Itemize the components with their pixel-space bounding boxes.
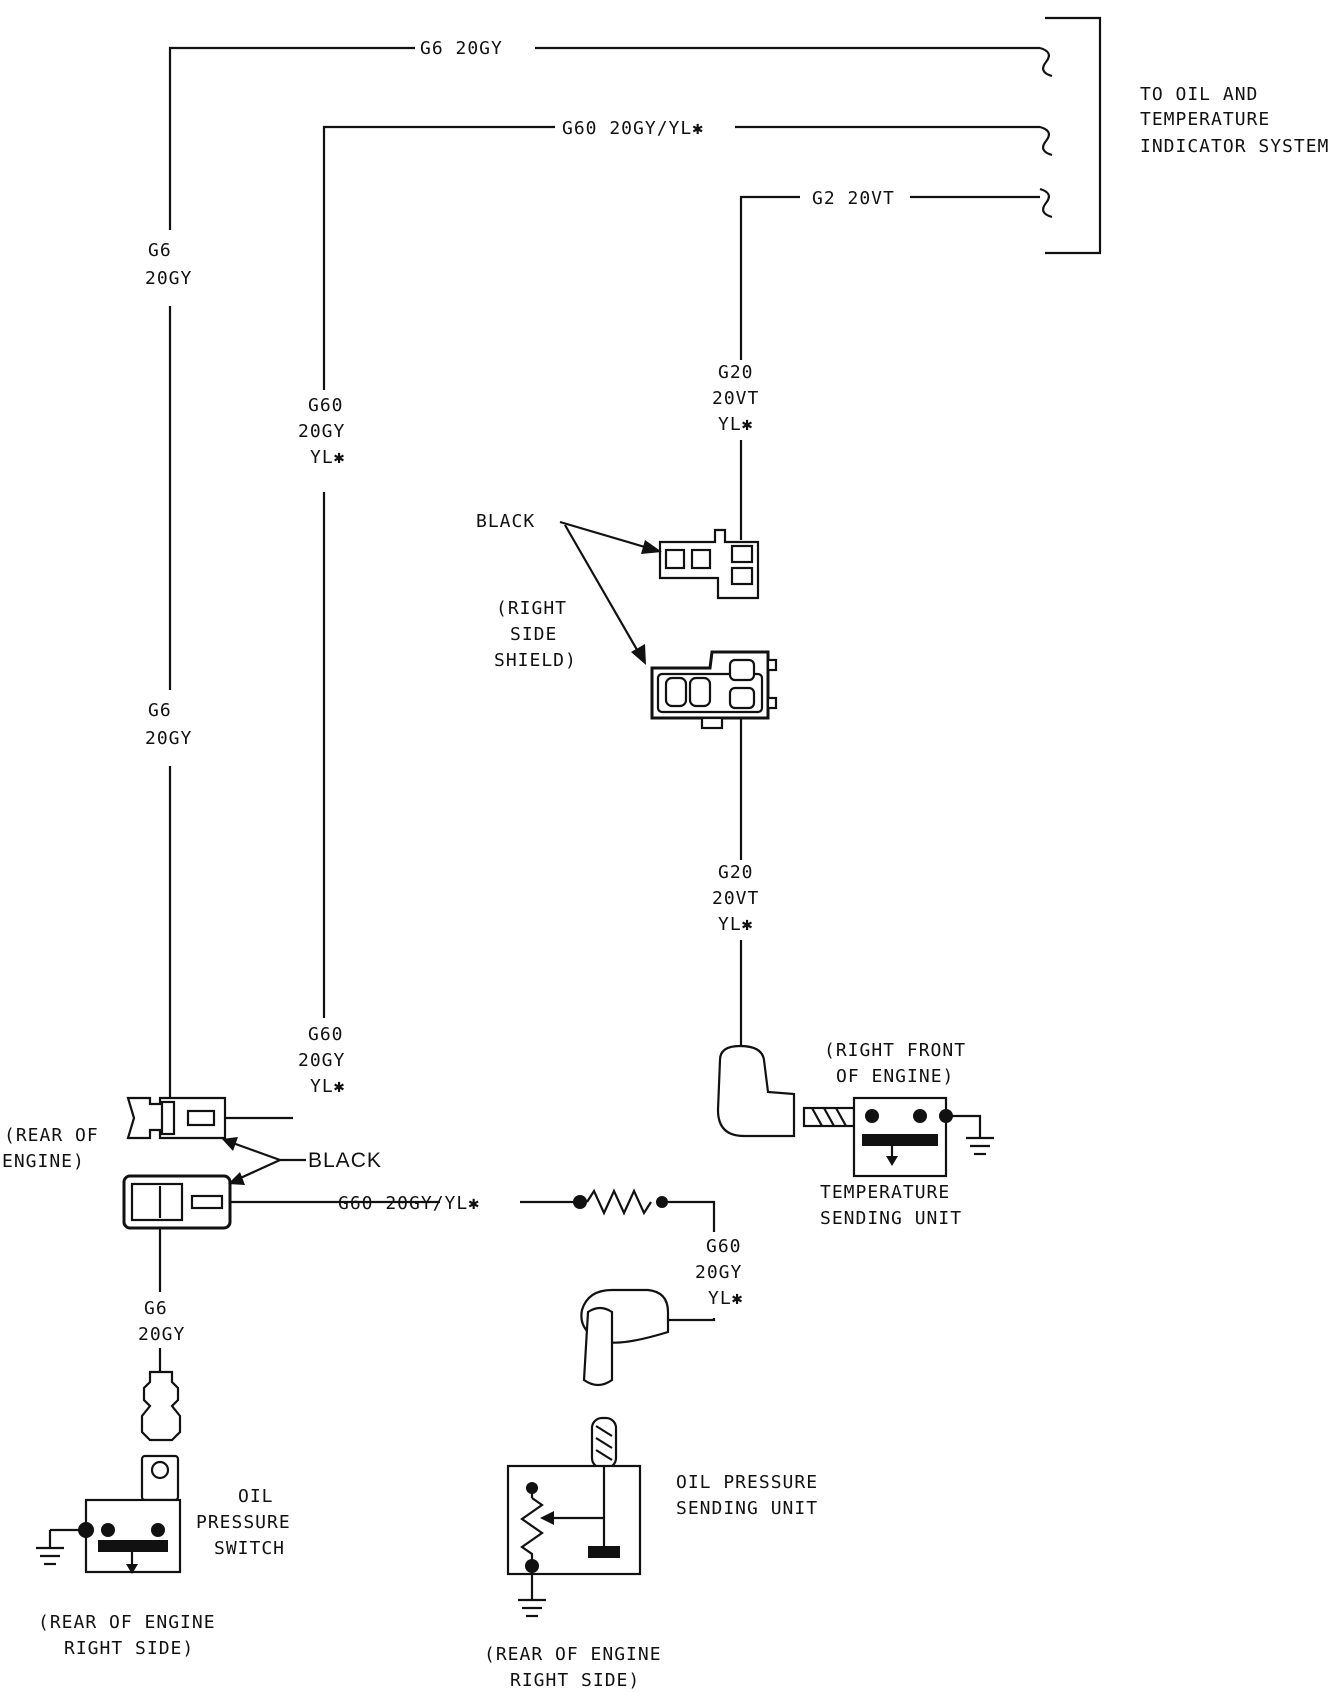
g20-label-b-line-2: 20VT xyxy=(712,888,759,909)
shield-connector-upper xyxy=(658,528,760,600)
g20-label-b-line-3: YL✱ xyxy=(718,914,754,935)
shield-connector-lower xyxy=(650,650,778,730)
black-label-2: BLACK xyxy=(308,1149,382,1172)
black-pointer-arrows-2 xyxy=(222,1137,306,1185)
g6-label-b-line-1: G6 xyxy=(148,700,172,721)
shield-label-line-3: SHIELD) xyxy=(494,650,577,671)
g60-sender-wire xyxy=(520,1188,752,1322)
system-label-line-3: INDICATOR SYSTEM xyxy=(1140,136,1329,157)
g6-label-a-line-2: 20GY xyxy=(145,268,192,289)
g6-label-c-line-1: G6 xyxy=(144,1298,168,1319)
rear-engine-connector-lower xyxy=(122,1174,440,1230)
g60-label-b-line-1: G60 xyxy=(308,1024,344,1045)
oil-sender-location-line-2: RIGHT SIDE) xyxy=(510,1670,640,1691)
indicator-system-bracket xyxy=(1039,16,1102,255)
oil-pressure-switch xyxy=(36,1370,182,1574)
g60-label-a-line-2: 20GY xyxy=(298,421,345,442)
g60-horizontal-label: G60 20GY/YL✱ xyxy=(338,1193,480,1214)
temp-location-line-2: OF ENGINE) xyxy=(836,1066,954,1087)
g20-wire xyxy=(705,185,1040,1048)
system-label-line-2: TEMPERATURE xyxy=(1140,109,1270,130)
g6-label-c-line-2: 20GY xyxy=(138,1324,185,1345)
g6-wire xyxy=(138,36,1040,1123)
g60-top-label: G60 20GY/YL✱ xyxy=(562,118,704,139)
temp-location-line-1: (RIGHT FRONT xyxy=(824,1040,966,1061)
g2-top-label: G2 20VT xyxy=(812,188,895,209)
g6-label-a-line-1: G6 xyxy=(148,240,172,261)
oil-sender-label-line-1: OIL PRESSURE xyxy=(676,1472,818,1493)
oil-pressure-sending-unit xyxy=(506,1288,670,1618)
oil-switch-label-line-3: SWITCH xyxy=(214,1538,285,1559)
shield-label-line-1: (RIGHT xyxy=(496,598,567,619)
oil-sender-label-line-2: SENDING UNIT xyxy=(676,1498,818,1519)
temp-sender-label-line-2: SENDING UNIT xyxy=(820,1208,962,1229)
g60-label-c-line-3: YL✱ xyxy=(708,1288,744,1309)
g60-label-b-line-3: YL✱ xyxy=(310,1076,346,1097)
g20-label-a-line-2: 20VT xyxy=(712,388,759,409)
black-label-1: BLACK xyxy=(476,511,535,532)
system-label-line-1: TO OIL AND xyxy=(1140,84,1258,105)
g60-label-b-line-2: 20GY xyxy=(298,1050,345,1071)
oil-switch-location-line-1: (REAR OF ENGINE xyxy=(38,1612,216,1633)
shield-label-line-2: SIDE xyxy=(510,624,557,645)
g6-switch-wire xyxy=(128,1228,192,1372)
g6-top-label: G6 20GY xyxy=(420,38,503,59)
oil-switch-label-line-2: PRESSURE xyxy=(196,1512,291,1533)
black-pointer-arrows-1 xyxy=(559,520,662,665)
g60-label-a-line-3: YL✱ xyxy=(310,447,346,468)
g60-wire xyxy=(224,115,1040,1120)
g20-label-b-line-1: G20 xyxy=(718,862,754,883)
oil-switch-location-line-2: RIGHT SIDE) xyxy=(64,1638,194,1659)
rear-engine-label-line-1: (REAR OF xyxy=(4,1125,99,1146)
oil-switch-label-line-1: OIL xyxy=(238,1486,274,1507)
g20-label-a-line-1: G20 xyxy=(718,362,754,383)
g20-label-a-line-3: YL✱ xyxy=(718,414,754,435)
oil-sender-location-line-1: (REAR OF ENGINE xyxy=(484,1644,662,1665)
g6-label-b-line-2: 20GY xyxy=(145,728,192,749)
rear-engine-connector-upper xyxy=(126,1096,227,1140)
temp-sender-label-line-1: TEMPERATURE xyxy=(820,1182,950,1203)
temperature-sending-unit xyxy=(716,1044,994,1178)
g60-label-c-line-1: G60 xyxy=(706,1236,742,1257)
rear-engine-label-line-2: ENGINE) xyxy=(2,1151,85,1172)
g60-label-a-line-1: G60 xyxy=(308,395,344,416)
g60-label-c-line-2: 20GY xyxy=(695,1262,742,1283)
